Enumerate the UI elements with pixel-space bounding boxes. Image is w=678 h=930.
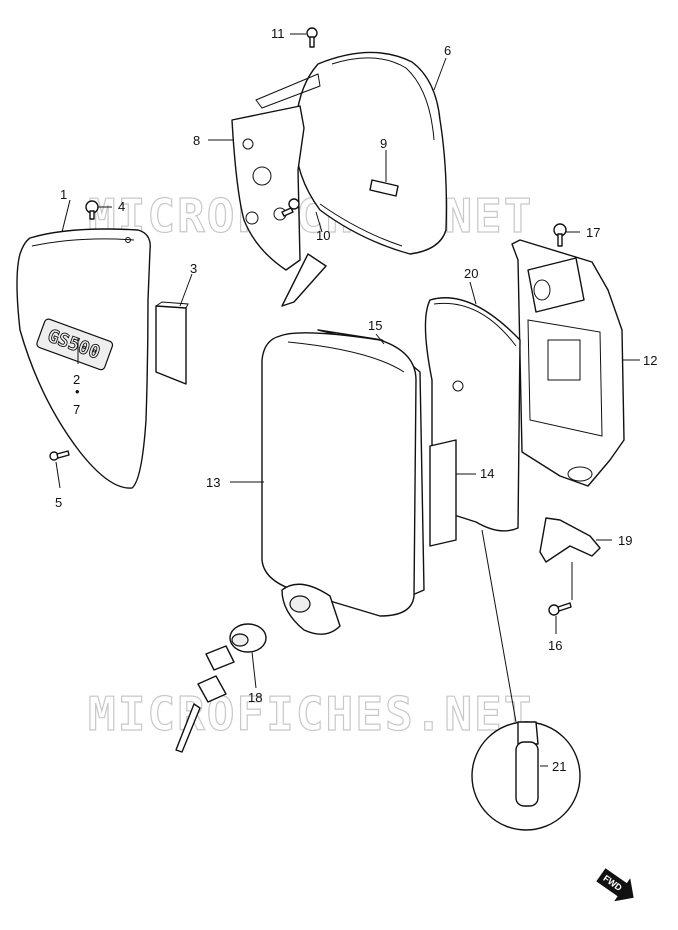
callout-4: 4 (118, 199, 125, 214)
callout-13: 13 (206, 475, 220, 490)
screw-part-16 (548, 602, 572, 616)
battery-case (261, 332, 417, 617)
callout-12: 12 (643, 353, 657, 368)
callout-15: 15 (368, 318, 382, 333)
cushion-pad (155, 301, 189, 385)
lock-and-key-set (175, 623, 267, 753)
callout-14: 14 (480, 466, 494, 481)
lock-housing (281, 583, 341, 635)
screw-part-17 (553, 223, 567, 247)
callout-1: 1 (60, 187, 67, 202)
leader-lines (55, 33, 640, 767)
battery-holder-frame (511, 239, 625, 487)
watermark-top: MICROFICHES.NET (88, 189, 533, 243)
callout-3: 3 (190, 261, 197, 276)
side-cover-left: GS500 (16, 228, 151, 489)
bracket-plate (231, 73, 321, 271)
callout-7: 7 (73, 402, 80, 417)
upper-cover (294, 51, 448, 255)
screw-part-10 (281, 198, 300, 217)
clip-part-9 (369, 179, 399, 197)
callout-19: 19 (618, 533, 632, 548)
callout-21: 21 (552, 759, 566, 774)
callout-6: 6 (444, 43, 451, 58)
callout-16: 16 (548, 638, 562, 653)
callout-17: 17 (586, 225, 600, 240)
fwd-arrow-icon: FWD (596, 868, 634, 902)
latch-clip (539, 517, 601, 563)
watermark-bottom: MICROFICHES.NET (88, 687, 533, 741)
callout-9: 9 (380, 136, 387, 151)
callout-18: 18 (248, 690, 262, 705)
callout-11: 11 (271, 26, 285, 41)
callout-2: 2 (73, 372, 80, 387)
rubber-strap (281, 253, 327, 307)
callout-labels: 1 2 • 7 3 4 5 6 8 9 10 11 12 13 14 15 16… (55, 26, 657, 774)
screw-part-5 (49, 450, 70, 461)
callout-10: 10 (316, 228, 330, 243)
callout-20: 20 (464, 266, 478, 281)
detail-circle-part-21 (471, 721, 581, 831)
screw-part-11 (306, 27, 318, 48)
callout-8: 8 (193, 133, 200, 148)
screw-part-4 (85, 200, 99, 220)
callout-5: 5 (55, 495, 62, 510)
thin-pad (429, 439, 457, 547)
callout-dot: • (75, 384, 80, 399)
